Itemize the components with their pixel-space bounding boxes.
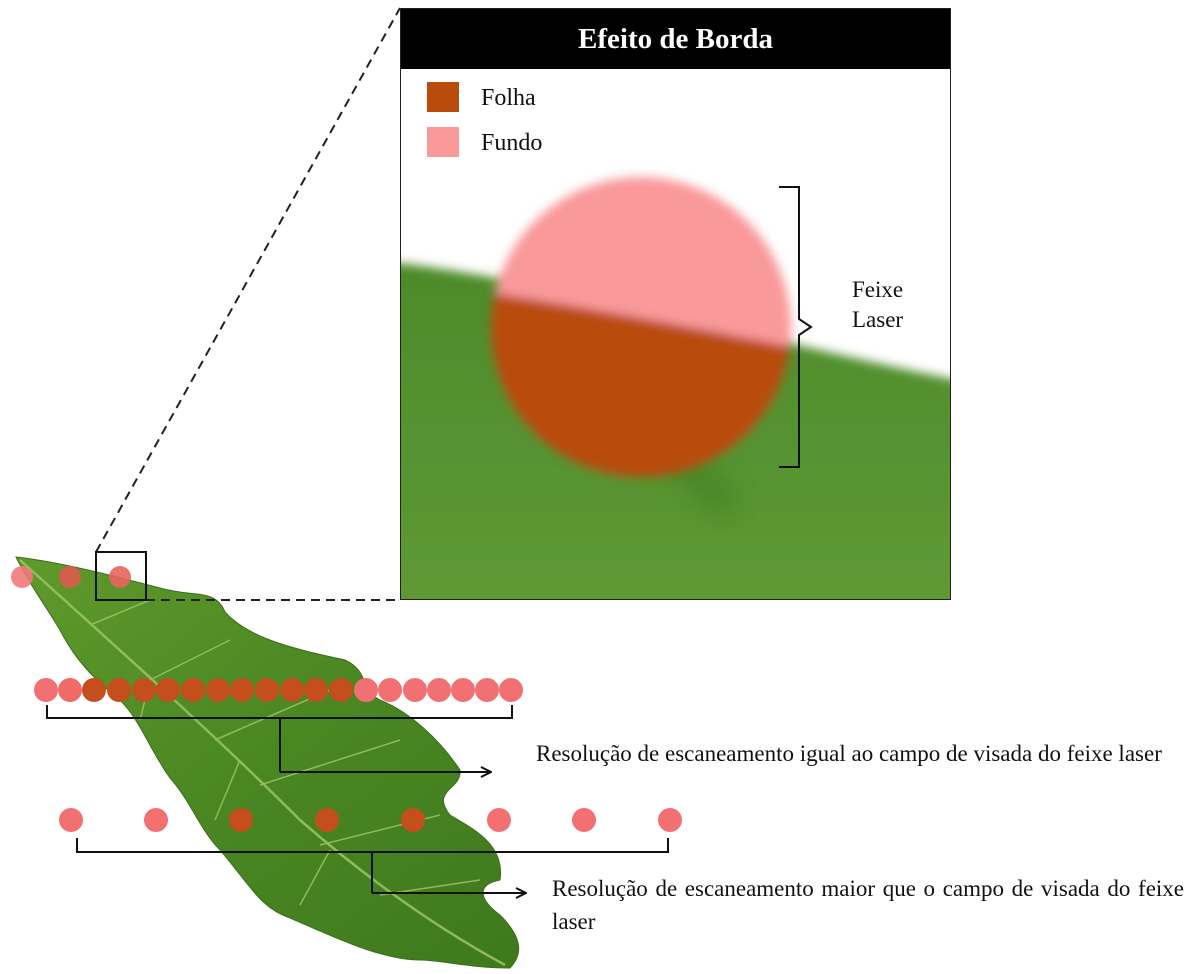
beam-label-line2: Laser — [852, 307, 904, 332]
beam-spot — [11, 566, 33, 588]
beam-spot — [144, 808, 168, 832]
beam-spot — [59, 808, 83, 832]
beam-spot — [109, 566, 131, 588]
greater-resolution-row — [59, 808, 682, 832]
equal-resolution-text: Resolução de escaneamento igual ao campo… — [536, 741, 1162, 766]
beam-spot — [475, 678, 499, 702]
beam-spot — [499, 678, 523, 702]
beam-spot — [315, 808, 339, 832]
legend-label-leaf: Folha — [481, 85, 536, 111]
beam-label-line1: Feixe — [852, 277, 904, 302]
beam-spot — [230, 678, 254, 702]
beam-spot — [401, 808, 425, 832]
beam-spot — [403, 678, 427, 702]
equal-resolution-row — [34, 678, 523, 702]
beam-spot — [487, 808, 511, 832]
beam-spot — [34, 678, 58, 702]
inset-title: Efeito de Borda — [401, 9, 950, 69]
beam-spot — [280, 678, 304, 702]
beam-spot — [206, 678, 230, 702]
greater-resolution-bracket — [76, 838, 669, 893]
beam-spot — [255, 678, 279, 702]
beam-label: Feixe Laser — [852, 275, 903, 335]
beam-spot — [572, 808, 596, 832]
equal-resolution-bracket — [46, 705, 513, 772]
beam-spot — [59, 566, 81, 588]
beam-spot — [181, 678, 205, 702]
beam-spot — [427, 678, 451, 702]
edge-effect-inset: Efeito de Borda Folha Fundo Feixe Laser — [400, 8, 951, 600]
inset-view — [401, 69, 950, 599]
beam-spot — [378, 678, 402, 702]
zoom-box — [95, 551, 147, 601]
zoom-line-top — [95, 7, 401, 553]
beam-spot — [107, 678, 131, 702]
beam-spot — [156, 678, 180, 702]
beam-spot — [58, 678, 82, 702]
beam-spot — [82, 678, 106, 702]
greater-resolution-text: Resolução de escaneamento maior que o ca… — [552, 876, 1184, 934]
beam-spot — [451, 678, 475, 702]
inset-beam-spot — [491, 177, 791, 477]
beam-spot — [132, 678, 156, 702]
leaf-shape — [15, 556, 520, 969]
beam-spot — [658, 808, 682, 832]
legend-swatch-background — [427, 127, 459, 157]
beam-spot — [229, 808, 253, 832]
edge-beam-spots — [11, 566, 131, 588]
beam-brace — [779, 186, 813, 468]
legend-label-background: Fundo — [481, 130, 543, 156]
beam-spot — [354, 678, 378, 702]
legend-swatch-leaf — [427, 82, 459, 112]
beam-spot — [329, 678, 353, 702]
leaf-veins — [19, 559, 506, 967]
beam-spot — [304, 678, 328, 702]
